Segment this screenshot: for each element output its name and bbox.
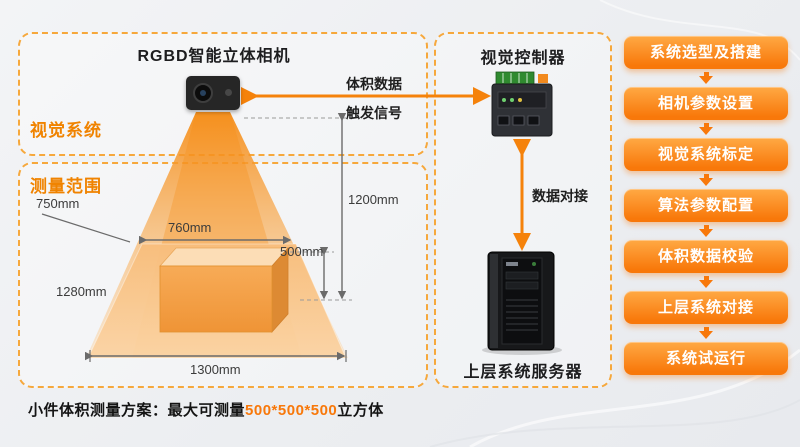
rgbd-camera-device [186, 76, 240, 110]
flow-step-5[interactable]: 体积数据校验 [624, 240, 788, 273]
dim-label-760mm: 760mm [168, 220, 212, 235]
camera-lens-glint [200, 90, 206, 96]
dim-label-1300mm: 1300mm [190, 362, 241, 377]
workflow-column: 系统选型及搭建 相机参数设置 视觉系统标定 算法参数配置 体积数据校验 上层系统… [620, 36, 792, 377]
camera-title: RGBD智能立体相机 [137, 48, 291, 65]
flow-step-4[interactable]: 算法参数配置 [624, 189, 788, 222]
footer-summary: 小件体积测量方案：最大可测量500*500*500立方体 [28, 399, 384, 420]
flow-step-1[interactable]: 系统选型及搭建 [624, 36, 788, 69]
measure-range-label: 测量范围 [30, 177, 102, 196]
dim-label-500mm: 500mm [280, 244, 324, 259]
camera-lens-icon [193, 83, 213, 103]
down-arrow-icon [699, 174, 713, 186]
camera-sensor-icon [225, 89, 232, 96]
down-arrow-icon [699, 276, 713, 288]
vision-system-label: 视觉系统 [30, 121, 102, 140]
footer-highlight: 500*500*500 [245, 402, 338, 419]
down-arrow-icon [699, 327, 713, 339]
down-arrow-icon [699, 72, 713, 84]
footer-prefix: 小件体积测量方案：最大可测量 [28, 402, 246, 419]
dim-label-1200mm: 1200mm [348, 192, 399, 207]
flow-step-2[interactable]: 相机参数设置 [624, 87, 788, 120]
trigger-signal-label: 触发信号 [346, 105, 402, 121]
down-arrow-icon [699, 225, 713, 237]
server-title: 上层系统服务器 [463, 364, 583, 381]
controller-title: 视觉控制器 [480, 50, 566, 67]
flow-step-7[interactable]: 系统试运行 [624, 342, 788, 375]
dim-label-1280mm: 1280mm [56, 284, 107, 299]
footer-suffix: 立方体 [337, 402, 384, 419]
data-link-label: 数据对接 [532, 188, 588, 204]
down-arrow-icon [699, 123, 713, 135]
flow-step-6[interactable]: 上层系统对接 [624, 291, 788, 324]
flow-step-3[interactable]: 视觉系统标定 [624, 138, 788, 171]
devices-panel [434, 32, 612, 388]
volume-data-label: 体积数据 [346, 76, 402, 92]
dim-label-750mm: 750mm [36, 196, 80, 211]
